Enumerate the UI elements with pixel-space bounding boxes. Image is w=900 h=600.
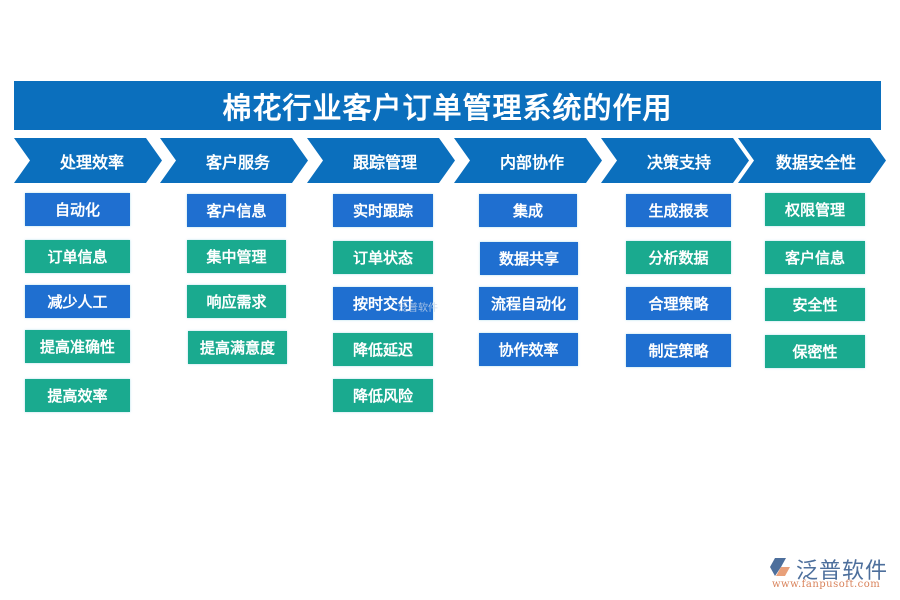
item-box: 保密性 [765,335,865,368]
item-box: 权限管理 [765,193,865,226]
item-box: 提高满意度 [188,331,287,364]
fanpu-logo-icon [770,558,790,576]
item-box: 响应需求 [187,285,286,318]
item-box: 客户信息 [765,241,865,274]
chevron-internal-collaboration: 内部协作 [454,138,602,183]
brand-logo: 泛普软件 www.fanpusoft.com [766,553,896,593]
chevron-data-security: 数据安全性 [738,138,886,183]
chevron-label: 处理效率 [59,152,124,172]
chevron-processing-efficiency: 处理效率 [14,138,162,183]
item-box: 降低风险 [333,379,433,412]
item-box: 集中管理 [187,240,286,273]
chevron-decision-support: 决策支持 [601,138,749,183]
chevron-label: 客户服务 [205,152,270,172]
logo-url: www.fanpusoft.com [772,579,881,590]
chevron-label: 内部协作 [499,152,564,172]
item-box: 实时跟踪 [333,194,433,227]
item-box: 订单状态 [333,241,433,274]
logo-name: 泛普软件 [796,559,889,584]
item-box: 客户信息 [187,194,286,227]
item-box: 数据共享 [480,242,578,275]
diagram-title: 棉花行业客户订单管理系统的作用 [14,81,881,130]
item-box: 流程自动化 [479,287,578,320]
chevron-tracking-management: 跟踪管理 [307,138,455,183]
item-box: 合理策略 [626,287,731,320]
item-box: 订单信息 [25,240,130,273]
item-box: 分析数据 [626,241,731,274]
item-box: 提高效率 [25,379,130,412]
item-box: 提高准确性 [25,330,130,363]
item-box: 降低延迟 [333,333,433,366]
item-box: 生成报表 [626,194,731,227]
item-box: 按时交付 [333,287,433,320]
chevron-label: 跟踪管理 [352,152,417,172]
item-box: 集成 [479,194,577,227]
chevron-label: 决策支持 [646,152,711,172]
item-box: 安全性 [765,288,865,321]
watermark-text: 泛普软件 [398,303,438,314]
item-box: 自动化 [25,193,130,226]
category-chevrons: 处理效率 客户服务 跟踪管理 内部协作 决策支持 数据安全性 [0,138,900,183]
chevron-customer-service: 客户服务 [160,138,308,183]
item-box: 减少人工 [25,285,130,318]
item-box: 制定策略 [626,334,731,367]
chevron-label: 数据安全性 [775,152,856,172]
item-box: 协作效率 [479,333,578,366]
